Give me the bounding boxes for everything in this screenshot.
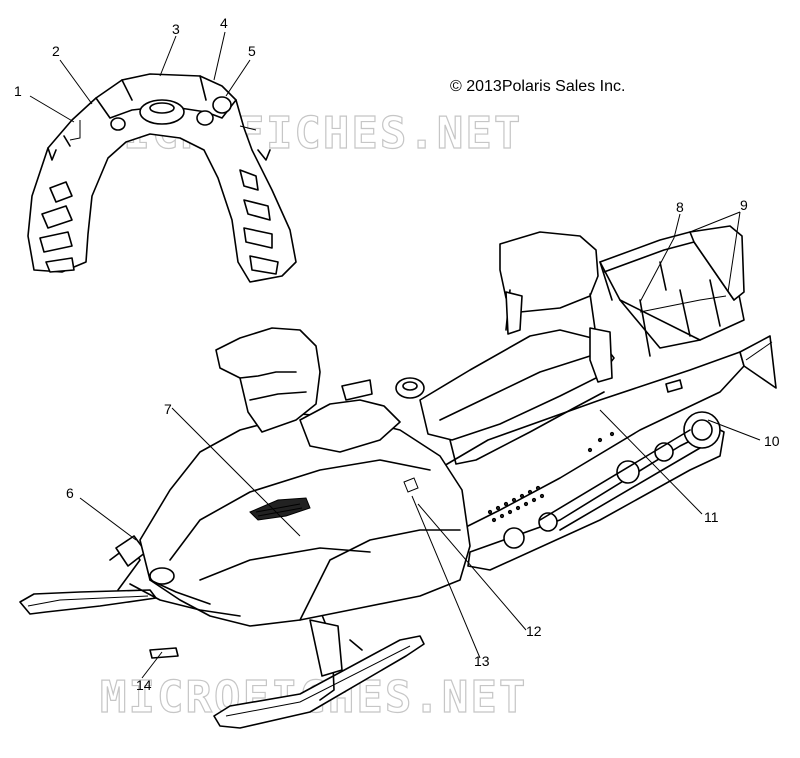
callout-numbers: 1 2 3 4 5 6 7 8 9 10 11 12 13 14: [14, 15, 780, 693]
callout-6: 6: [66, 485, 74, 501]
snowmobile-body: [19, 225, 777, 729]
callout-4: 4: [220, 15, 228, 31]
callout-2: 2: [52, 43, 60, 59]
hood-dash-panel: [27, 73, 297, 283]
callout-9: 9: [740, 197, 748, 213]
callout-13: 13: [474, 653, 490, 669]
callout-3: 3: [172, 21, 180, 37]
callout-5: 5: [248, 43, 256, 59]
tunnel: [419, 351, 745, 531]
callout-8: 8: [676, 199, 684, 215]
snowflap: [739, 335, 777, 389]
hood: [139, 413, 471, 627]
right-ski: [213, 635, 425, 729]
rear-rack: [599, 231, 745, 349]
left-ski: [19, 589, 157, 615]
callout-11: 11: [704, 509, 719, 525]
copyright-text: © 2013Polaris Sales Inc.: [450, 78, 625, 95]
track: [467, 427, 725, 571]
callout-10: 10: [764, 433, 780, 449]
leader-lines: [29, 31, 761, 679]
callout-7: 7: [164, 401, 172, 417]
callout-14: 14: [136, 677, 152, 693]
callout-1: 1: [14, 83, 22, 99]
watermark-bottom: MICROFICHES.NET: [100, 672, 527, 723]
callout-12: 12: [526, 623, 542, 639]
